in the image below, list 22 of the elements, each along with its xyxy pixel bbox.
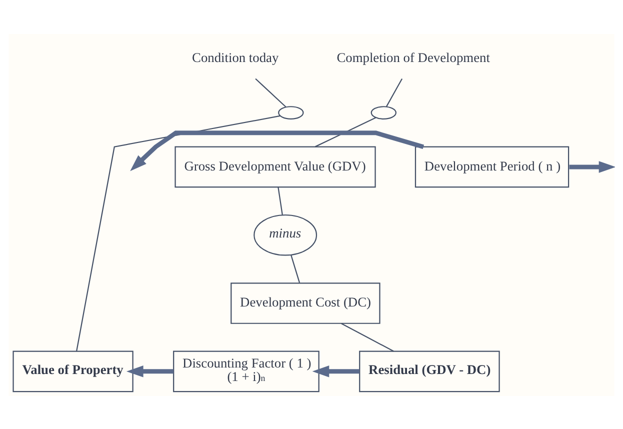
- arrow: [312, 365, 360, 377]
- connector: [341, 322, 394, 352]
- node-box: Value of Property: [12, 350, 134, 392]
- node-box: Discounting Factor ( 1 ) (1 + i)n: [173, 350, 320, 392]
- arrow: [568, 160, 615, 172]
- connector: [278, 186, 283, 214]
- node-box: Gross Development Value (GDV): [174, 146, 376, 188]
- arrow: [126, 365, 174, 377]
- connector: [255, 78, 286, 107]
- node-text: Completion of Development: [336, 50, 490, 65]
- connector: [386, 78, 403, 106]
- node-ellipse: minus: [254, 214, 318, 256]
- node-text: Condition today: [192, 50, 279, 65]
- connector: [76, 114, 280, 351]
- node-box: Development Period ( n ): [414, 146, 570, 188]
- node-circle: [278, 106, 304, 119]
- connector: [314, 116, 376, 147]
- node-box: Development Cost (DC): [230, 282, 380, 324]
- node-box: Residual (GDV - DC): [359, 350, 500, 392]
- connector: [290, 254, 300, 282]
- arrow: [130, 130, 424, 171]
- node-circle: [370, 106, 396, 119]
